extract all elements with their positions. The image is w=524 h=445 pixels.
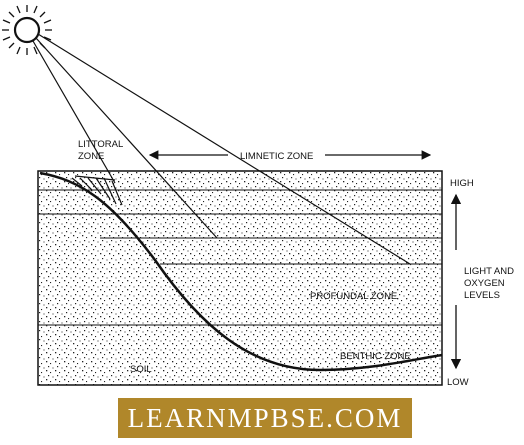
littoral-label-1: LITTORAL (78, 139, 123, 150)
light-label-1: LIGHT AND (464, 266, 514, 277)
light-label-2: OXYGEN (464, 278, 505, 289)
limnetic-label: LIMNETIC ZONE (240, 151, 313, 162)
low-label: LOW (447, 377, 469, 388)
littoral-label-2: ZONE (78, 151, 104, 162)
watermark-text: LEARNMPBSE.COM (127, 402, 403, 433)
watermark-banner: LEARNMPBSE.COM (118, 398, 412, 438)
sun-icon (2, 5, 52, 55)
lake-zones-diagram: LITTORAL ZONE LIMNETIC ZONE HIGH LIGHT A… (2, 5, 514, 388)
strata-lines (38, 189, 442, 326)
light-label-3: LEVELS (464, 290, 500, 301)
benthic-label: BENTHIC ZONE (340, 351, 411, 362)
benthic-curve (39, 171, 443, 372)
profundal-label: PROFUNDAL ZONE (310, 291, 397, 302)
littoral-hatch (71, 175, 123, 206)
high-label: HIGH (450, 178, 474, 189)
light-rays (32, 33, 411, 265)
soil-label: SOIL (130, 364, 152, 375)
lake-body (37, 170, 443, 386)
